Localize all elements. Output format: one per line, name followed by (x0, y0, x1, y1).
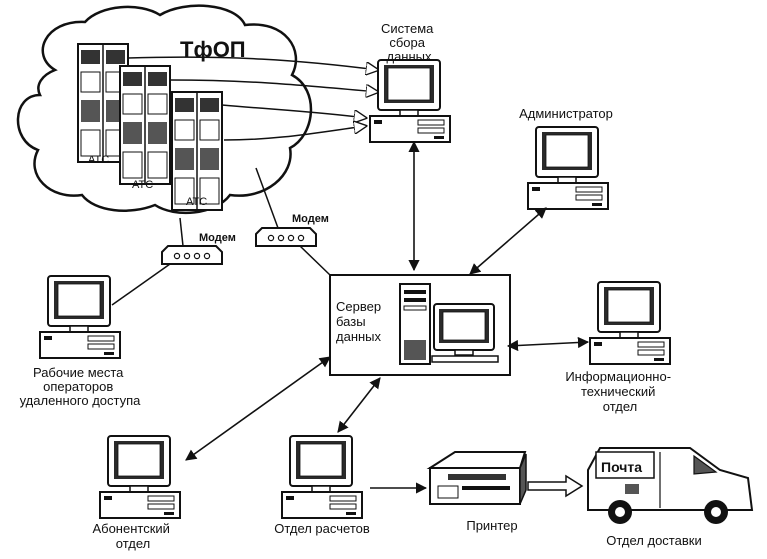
delivery-van (587, 447, 754, 524)
administrator-label: Администратор (519, 106, 613, 121)
printer-to-delivery-arrow (527, 474, 584, 498)
it-department-label: Информационно- технический отдел (565, 369, 674, 414)
administrator-computer (527, 126, 609, 210)
connections (185, 140, 590, 494)
subscriber-department-label: Абонентский отдел (92, 521, 173, 551)
remote-operators-computer (39, 275, 121, 359)
printer (426, 451, 527, 505)
modem-lines (111, 167, 331, 306)
billing-department-computer (281, 435, 363, 519)
ats-label-2: АТС (132, 179, 153, 191)
remote-operators-label: Рабочие места операторов удаленного дост… (20, 365, 142, 408)
ats-rack-3 (171, 91, 223, 211)
db-server (329, 274, 511, 376)
ats-label-3: АТС (186, 196, 207, 208)
modem-left-label: Модем (199, 232, 236, 244)
it-department-computer (589, 281, 671, 365)
delivery-department-label: Отдел доставки (606, 533, 701, 548)
ats-links (127, 56, 378, 141)
modem-right (255, 227, 317, 247)
data-collection-computer (369, 59, 451, 143)
db-server-label: Сервер базы данных (336, 299, 385, 344)
billing-department-label: Отдел расчетов (274, 521, 370, 536)
modem-right-label: Модем (292, 213, 329, 225)
modem-left (161, 245, 223, 265)
van-label: Почта (601, 459, 642, 475)
ats-rack-2 (119, 65, 171, 185)
printer-label: Принтер (466, 518, 517, 533)
subscriber-department-computer (99, 435, 181, 519)
data-collection-label: Система сбора данных (381, 21, 437, 64)
ats-label-1: АТС (88, 154, 109, 166)
